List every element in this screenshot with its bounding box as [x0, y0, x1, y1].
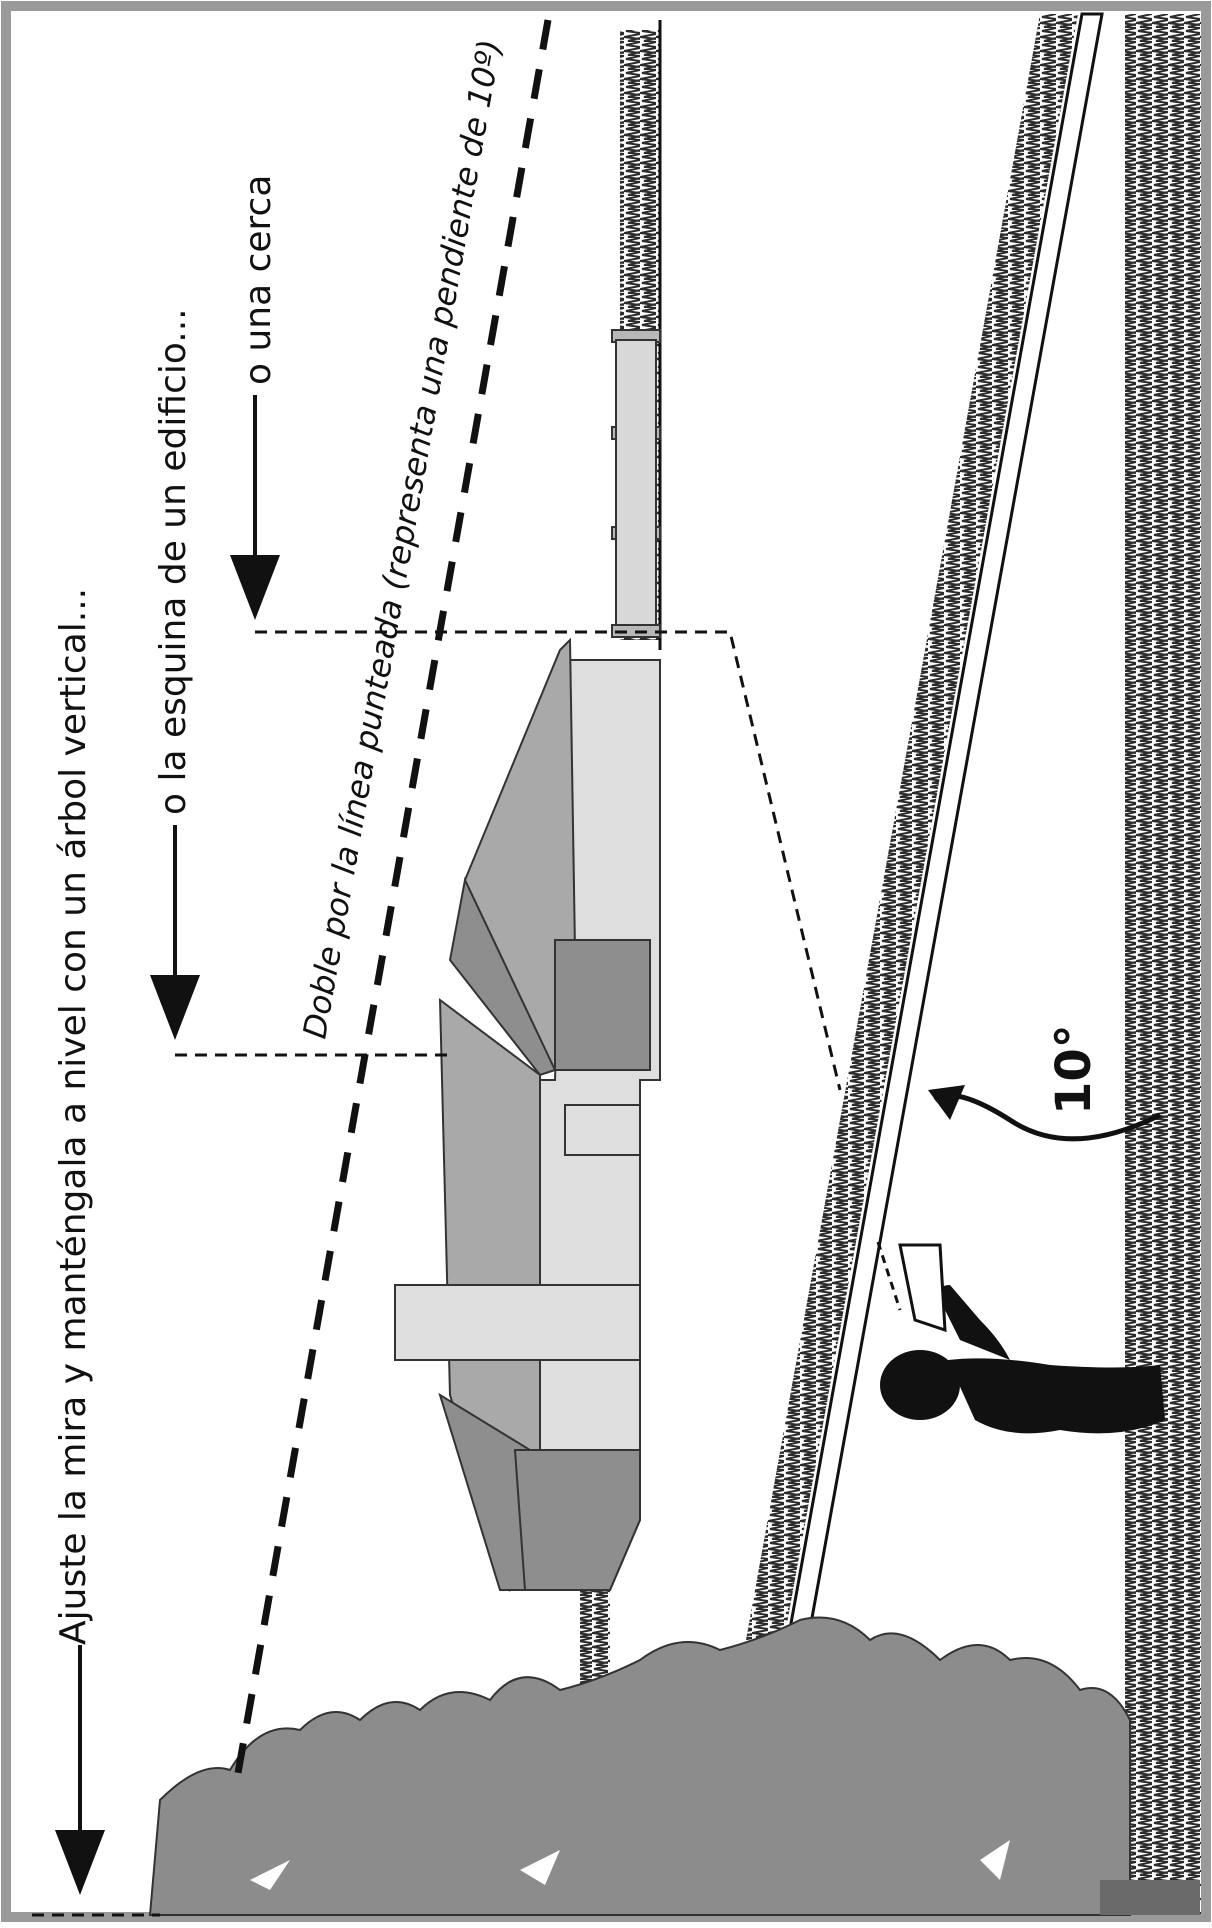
house: [394, 637, 661, 1592]
dashed-guide-eye: [876, 1241, 902, 1311]
angle-label: 10°: [1046, 1024, 1102, 1115]
instruction-fence-label: o una cerca: [238, 175, 279, 385]
person-silhouette-icon: [880, 1285, 1165, 1434]
grass-band-right: [1125, 14, 1201, 1914]
dashed-guide-fence: [255, 630, 842, 1091]
arrow-down-icon: [55, 1645, 105, 1895]
clinometer-icon: [898, 1243, 947, 1333]
instruction-building-label: o la esquina de un edificio...: [153, 308, 194, 815]
angle-arc: [928, 1085, 1162, 1142]
instruction-tree-label: Ajuste la mira y manténgala a nivel con …: [53, 588, 94, 1645]
arrow-down-icon: [150, 825, 200, 1040]
arrow-down-icon: [230, 395, 280, 620]
tree-cluster: [148, 1616, 1200, 1916]
